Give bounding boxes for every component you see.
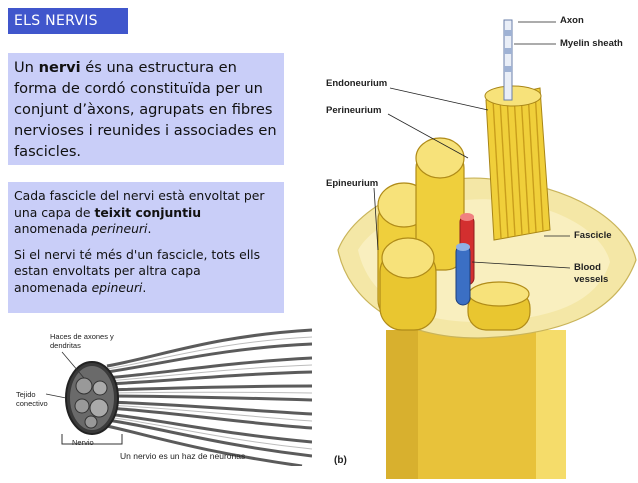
p2-text-a: Si el nervi té més d'un fascicle, tots e… [14,246,261,295]
label-epineurium: Epineurium [326,178,379,189]
label-endoneurium: Endoneurium [326,78,388,89]
p1-term-teixit: teixit conjuntiu [94,204,202,220]
epineuri-paragraph: Si el nervi té més d'un fascicle, tots e… [14,247,278,297]
label-perineurium: Perineurium [326,105,382,116]
label-tejido: Tejido conectivo [16,390,48,408]
label-axon: Axon [560,15,584,26]
definition-term: nervi [38,59,81,76]
p2-term-epineuri: epineuri [91,279,143,295]
p1-text-e: . [147,221,152,236]
label-haces: Haces de axones y dendritas [50,332,114,350]
definition-text-rest: és una estructura en forma de cordó cons… [14,59,277,160]
p1-term-perineuri: perineuri [91,221,148,236]
definition-box: Un nervi és una estructura en forma de c… [8,53,284,165]
fascicle-box: Cada fascicle del nervi està envoltat pe… [8,182,284,313]
p1-text-c: anomenada [14,221,92,236]
label-fascicle: Fascicle [574,230,612,241]
p1-text-a: Cada fascicle del nervi està envoltat pe… [14,188,265,220]
nerve-micrograph-figure: Haces de axones y dendritas Tejido conec… [12,326,312,466]
definition-text-start: Un [14,59,39,76]
p2-text-c: . [142,279,147,295]
figure-caption: Un nervio es un haz de neuronas [120,451,246,461]
nerve-anatomy-image [337,19,637,479]
label-blood-vessels: Blood vessels [574,262,609,285]
label-myelin: Myelin sheath [560,38,623,49]
label-nervio: Nervio [72,438,94,447]
perineuri-paragraph: Cada fascicle del nervi està envoltat pe… [14,188,278,238]
page-title: ELS NERVIS [8,8,128,34]
label-panel-b: (b) [334,455,347,466]
nerve-anatomy-diagram: Axon Myelin sheath Endoneurium Perineuri… [318,0,638,479]
nerve-micrograph-image [45,328,312,466]
